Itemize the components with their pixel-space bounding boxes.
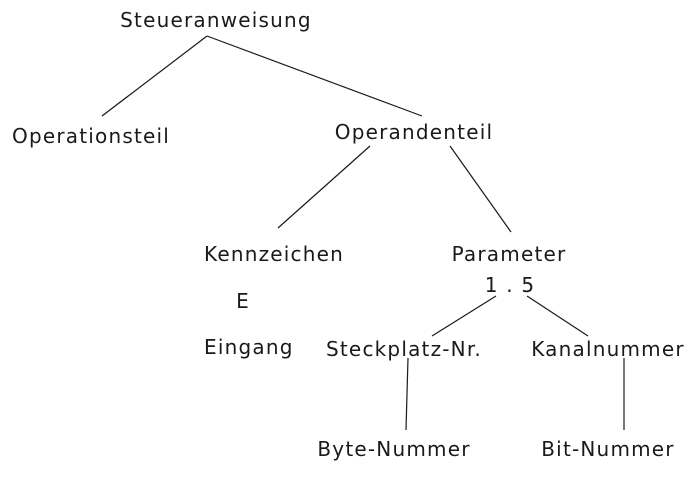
root-node: Steueranweisung bbox=[120, 8, 312, 32]
edge-operand-part-to-identifier bbox=[277, 145, 371, 229]
parameter-node: Parameter bbox=[452, 242, 567, 266]
slot-number-node: Steckplatz-Nr. bbox=[326, 337, 482, 361]
edge-parameter-value-to-slot-number bbox=[431, 295, 497, 337]
operation-part-node: Operationsteil bbox=[12, 124, 170, 148]
parameter-value: 1 . 5 bbox=[485, 273, 536, 297]
edge-root-to-operand-part bbox=[206, 35, 423, 117]
edges bbox=[101, 35, 625, 431]
channel-number-node: Kanalnummer bbox=[531, 337, 685, 361]
edge-parameter-value-to-channel-number bbox=[526, 295, 589, 337]
edge-operand-part-to-parameter bbox=[449, 145, 512, 233]
nodes: Steueranweisung Operationsteil Operanden… bbox=[12, 8, 685, 461]
edge-slot-number-to-byte-number bbox=[405, 357, 409, 431]
edge-root-to-operation-part bbox=[101, 35, 208, 117]
identifier-value: E bbox=[236, 289, 250, 313]
identifier-meaning: Eingang bbox=[204, 335, 294, 359]
byte-number-node: Byte-Nummer bbox=[317, 437, 470, 461]
bit-number-node: Bit-Nummer bbox=[541, 437, 674, 461]
identifier-node: Kennzeichen bbox=[204, 242, 344, 266]
operand-part-node: Operandenteil bbox=[335, 120, 493, 144]
